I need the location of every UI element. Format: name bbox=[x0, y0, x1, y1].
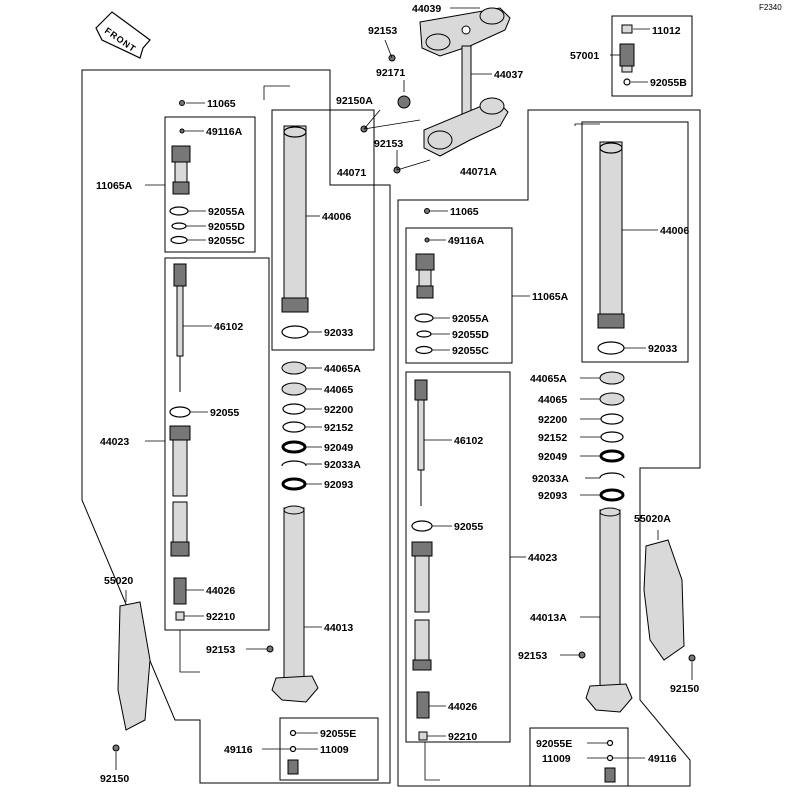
label-92055E-right: 92055E bbox=[536, 738, 572, 750]
top-right-box bbox=[611, 15, 693, 97]
label-11065A-left: 11065A bbox=[96, 180, 133, 192]
label-44006-right: 44006 bbox=[660, 225, 689, 237]
label-46102-right: 46102 bbox=[454, 435, 483, 447]
label-49116-right: 49116 bbox=[648, 753, 677, 765]
label-92055A-left: 92055A bbox=[208, 206, 245, 218]
label-92033-right: 92033 bbox=[648, 343, 677, 355]
left-cap-box bbox=[164, 116, 256, 253]
label-44026-left: 44026 bbox=[206, 585, 235, 597]
label-92049-right: 92049 bbox=[538, 451, 567, 463]
label-11065A-right: 11065A bbox=[532, 291, 569, 303]
label-49116A-left: 49116A bbox=[206, 126, 243, 138]
label-92055D-right: 92055D bbox=[452, 329, 489, 341]
label-92153-left: 92153 bbox=[206, 644, 235, 656]
label-44065-right: 44065 bbox=[538, 394, 567, 406]
label-44013: 44013 bbox=[324, 622, 353, 634]
label-92150-left: 92150 bbox=[100, 773, 129, 785]
left-outer-tube-part bbox=[281, 125, 309, 339]
label-11065-left: 11065 bbox=[207, 98, 236, 110]
part-labels: 44039 92153 92171 44037 92150A 92153 110… bbox=[96, 3, 699, 785]
label-44006-left: 44006 bbox=[322, 211, 351, 223]
label-55020A: 55020A bbox=[634, 513, 671, 525]
label-92055-right: 92055 bbox=[454, 521, 483, 533]
left-bottom-part bbox=[287, 729, 299, 775]
label-92200-left: 92200 bbox=[324, 404, 353, 416]
label-92171: 92171 bbox=[376, 67, 405, 79]
left-fork-guard-part bbox=[112, 601, 151, 752]
left-cartridge-part bbox=[169, 263, 191, 621]
label-44065-left: 44065 bbox=[324, 384, 353, 396]
leader-lines bbox=[115, 7, 693, 770]
label-92210-left: 92210 bbox=[206, 611, 235, 623]
label-55020: 55020 bbox=[104, 575, 133, 587]
label-92153-mid: 92153 bbox=[374, 138, 403, 150]
label-92033-left: 92033 bbox=[324, 327, 353, 339]
label-44071A: 44071A bbox=[460, 166, 497, 178]
label-11009-left: 11009 bbox=[320, 744, 349, 756]
figure-id: F2340 bbox=[759, 3, 782, 12]
label-92033A-left: 92033A bbox=[324, 459, 361, 471]
label-92093-right: 92093 bbox=[538, 490, 567, 502]
label-92150A: 92150A bbox=[336, 95, 373, 107]
right-tube-box bbox=[581, 121, 689, 363]
label-49116A-right: 49116A bbox=[448, 235, 485, 247]
right-inner-tube-part bbox=[578, 507, 633, 713]
right-seals-part bbox=[599, 371, 625, 502]
right-fork-guard-part bbox=[643, 539, 696, 662]
label-57001: 57001 bbox=[570, 50, 599, 62]
label-92210-right: 92210 bbox=[448, 731, 477, 743]
label-44013A: 44013A bbox=[530, 612, 567, 624]
label-44023-right: 44023 bbox=[528, 552, 557, 564]
label-92153-top: 92153 bbox=[368, 25, 397, 37]
label-46102-left: 46102 bbox=[214, 321, 243, 333]
left-tube-box bbox=[271, 109, 375, 351]
right-cap-box bbox=[405, 227, 513, 364]
label-92055E-left: 92055E bbox=[320, 728, 356, 740]
label-92055C-right: 92055C bbox=[452, 345, 489, 357]
left-cartridge-box bbox=[164, 257, 270, 631]
left-inner-tube-part bbox=[266, 505, 319, 703]
label-92055A-right: 92055A bbox=[452, 313, 489, 325]
left-seals-part bbox=[281, 361, 307, 491]
label-44065A-right: 44065A bbox=[530, 373, 567, 385]
label-11012: 11012 bbox=[652, 25, 681, 37]
label-92033A-right: 92033A bbox=[532, 473, 569, 485]
label-44037: 44037 bbox=[494, 69, 523, 81]
label-92150-right: 92150 bbox=[670, 683, 699, 695]
label-44071: 44071 bbox=[337, 167, 366, 179]
label-92153-right: 92153 bbox=[518, 650, 547, 662]
label-44065A-left: 44065A bbox=[324, 363, 361, 375]
right-outer-tube-part bbox=[597, 141, 625, 355]
label-92093-left: 92093 bbox=[324, 479, 353, 491]
label-11009-right: 11009 bbox=[542, 753, 571, 765]
cap-bolt-part bbox=[619, 24, 635, 86]
label-44023-left: 44023 bbox=[100, 436, 129, 448]
label-92055B: 92055B bbox=[650, 77, 687, 89]
label-44039: 44039 bbox=[412, 3, 441, 15]
label-92152-left: 92152 bbox=[324, 422, 353, 434]
label-92200-right: 92200 bbox=[538, 414, 567, 426]
label-11065-right: 11065 bbox=[450, 206, 479, 218]
label-92152-right: 92152 bbox=[538, 432, 567, 444]
right-bottom-box bbox=[529, 727, 629, 787]
label-49116-left: 49116 bbox=[224, 744, 253, 756]
label-44026-right: 44026 bbox=[448, 701, 477, 713]
right-cartridge-part bbox=[411, 379, 433, 741]
front-arrow-icon: FRONT bbox=[95, 11, 151, 59]
label-92055C-left: 92055C bbox=[208, 235, 245, 247]
label-92055-left: 92055 bbox=[210, 407, 239, 419]
triple-clamp-part bbox=[360, 7, 511, 174]
left-cap-part bbox=[169, 100, 191, 245]
label-92055D-left: 92055D bbox=[208, 221, 245, 233]
right-cap-part bbox=[414, 208, 435, 355]
right-bottom-part bbox=[604, 739, 616, 783]
label-92049-left: 92049 bbox=[324, 442, 353, 454]
